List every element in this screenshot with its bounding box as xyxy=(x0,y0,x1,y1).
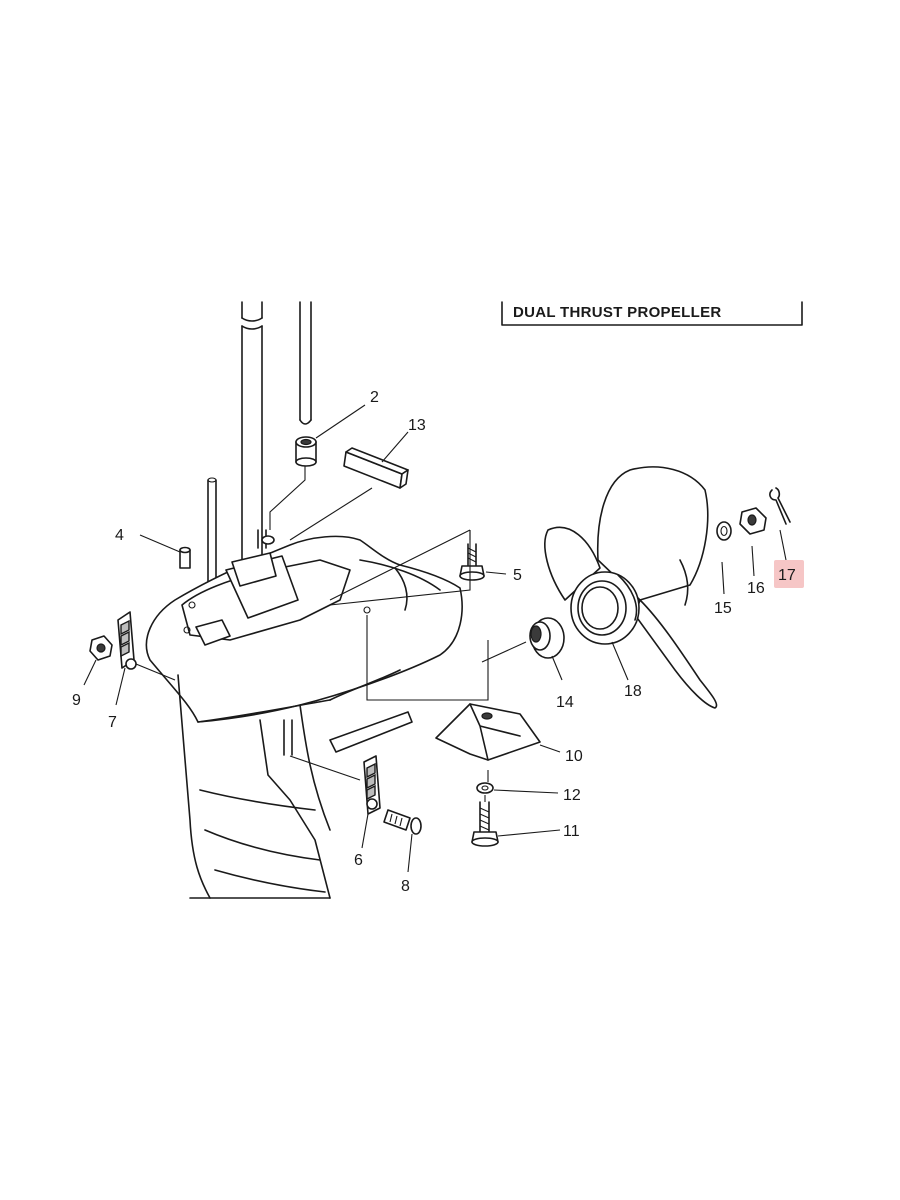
label-10: 10 xyxy=(565,748,583,765)
assembly-lines xyxy=(269,466,489,802)
part-5-bolt xyxy=(459,530,507,581)
part-18-propeller xyxy=(544,466,718,709)
label-7: 7 xyxy=(108,714,117,731)
part-number-labels: 2 13 4 5 9 7 14 18 15 16 17 10 12 11 6 8 xyxy=(72,389,796,895)
label-17: 17 xyxy=(778,567,796,584)
part-9-nut xyxy=(83,635,113,686)
label-6: 6 xyxy=(354,852,363,869)
part-10-trim-tab xyxy=(435,703,561,761)
part-12-washer xyxy=(476,782,559,794)
label-18: 18 xyxy=(624,683,642,700)
part-11-bolt xyxy=(471,801,561,847)
label-9: 9 xyxy=(72,692,81,709)
part-15-washer xyxy=(716,521,732,595)
part-6-anode xyxy=(361,755,381,849)
lower-unit-housing xyxy=(145,529,463,899)
part-16-castle-nut xyxy=(739,507,767,577)
label-13: 13 xyxy=(408,417,426,434)
label-12: 12 xyxy=(563,787,581,804)
diagram-title: DUAL THRUST PROPELLER xyxy=(513,304,722,321)
part-7-anode xyxy=(115,611,176,706)
label-11: 11 xyxy=(563,823,580,840)
part-13-bar xyxy=(343,431,409,489)
label-14: 14 xyxy=(556,694,574,711)
title-box: DUAL THRUST PROPELLER xyxy=(501,301,803,326)
label-15: 15 xyxy=(714,600,732,617)
part-8-screw xyxy=(383,809,422,873)
part-14-thrust-holder xyxy=(481,617,565,681)
highlight-17 xyxy=(774,560,804,588)
label-2: 2 xyxy=(370,389,379,406)
label-5: 5 xyxy=(513,567,522,584)
label-4: 4 xyxy=(115,527,124,544)
label-8: 8 xyxy=(401,878,410,895)
label-16: 16 xyxy=(747,580,765,597)
part-2-grommet xyxy=(295,404,366,467)
part-4-dowel-pin xyxy=(139,534,191,569)
part-17-cotter-pin xyxy=(769,487,791,561)
